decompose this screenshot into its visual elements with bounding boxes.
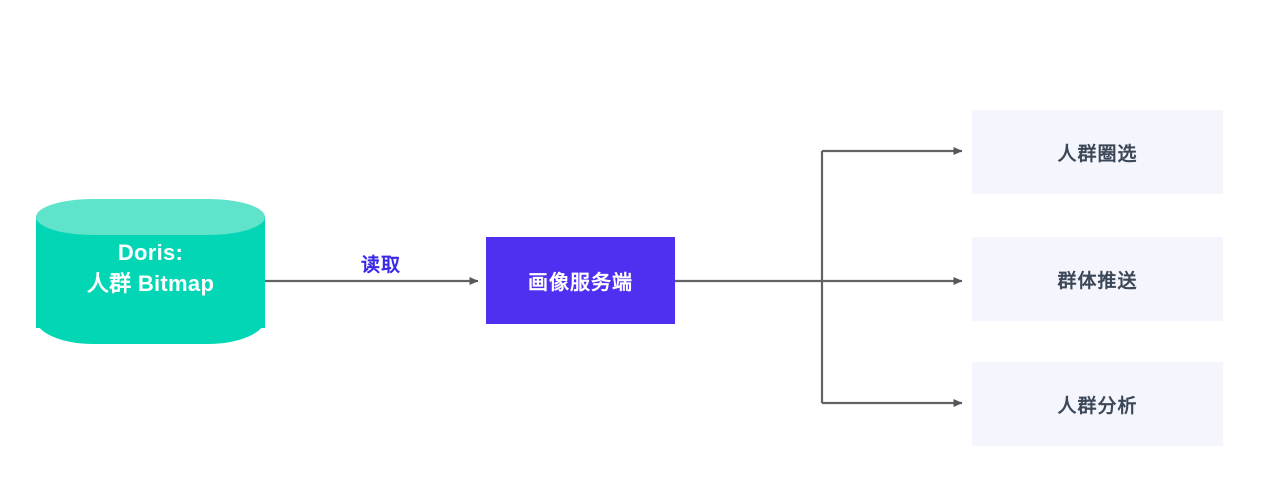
cylinder-label: Doris: 人群 Bitmap [36,237,265,299]
node-group-push-label: 群体推送 [1057,270,1138,292]
edge-label-read: 读取 [361,255,402,276]
node-crowd-analysis[interactable]: 人群分析 [972,362,1223,446]
service-box-label: 画像服务端 [528,272,633,294]
node-doris-crowd-bitmap[interactable]: Doris: 人群 Bitmap [36,199,265,346]
cylinder-bottom-ellipse [36,294,265,344]
cylinder-label-line2: 人群 Bitmap [86,271,215,296]
node-group-push[interactable]: 群体推送 [972,237,1223,321]
node-crowd-selection[interactable]: 人群圈选 [972,110,1223,194]
cylinder-label-line1: Doris: [117,240,184,265]
node-crowd-selection-label: 人群圈选 [1057,143,1138,165]
node-crowd-analysis-label: 人群分析 [1057,395,1138,417]
cylinder-top-ellipse [36,199,265,235]
node-profile-service[interactable]: 画像服务端 [486,237,675,324]
